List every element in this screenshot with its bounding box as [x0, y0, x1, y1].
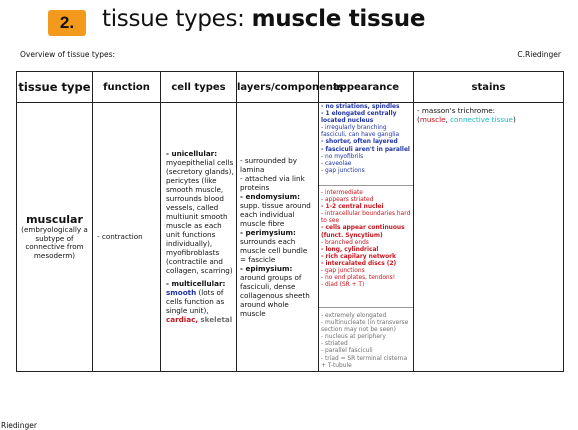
table-row: muscular (embryologically a subtype of c… [16, 102, 564, 372]
stain-prefix: - masson's trichrome: [417, 106, 496, 115]
list-item: - diad (SR + T) [321, 282, 365, 289]
title-light: tissue types: [102, 6, 252, 32]
appearance-cell: - no striations, spindles - 1 elongated … [318, 102, 414, 372]
unicellular-label: - unicellular: [166, 149, 218, 159]
epimysium-label: - epimysium: [240, 263, 293, 273]
appearance-cardiac: - intermediate - appears striated - 1-2 … [319, 185, 413, 307]
multicellular-text: (lots of cells function as single unit), [166, 288, 225, 316]
author-label: C.Riedinger [517, 50, 561, 59]
list-item: - branched ends [321, 239, 369, 246]
tissue-type-name: muscular [26, 213, 83, 227]
header-appearance: appearance [318, 71, 414, 103]
table-header-row: tissue type function cell types layers/c… [16, 71, 564, 103]
list-item: - 1 elongated centrally located nucleus [321, 111, 397, 125]
tissue-type-cell: muscular (embryologically a subtype of c… [16, 102, 93, 372]
stains-cell: - masson's trichrome: (muscle, connectiv… [413, 102, 564, 372]
endomysium-text: supp. tissue around each individual musc… [240, 200, 311, 228]
appearance-smooth: - no striations, spindles - 1 elongated … [319, 103, 413, 185]
header-layers: layers/components [236, 71, 344, 103]
stain-connective: connective tissue [450, 115, 513, 124]
list-item: - extremely elongated [321, 313, 387, 319]
list-item: - gap junctions [321, 167, 365, 174]
skeletal-label: skeletal [200, 315, 233, 325]
list-item: - triad = SR terminal cisterna + T-tubul… [321, 355, 408, 369]
list-item: - long, cylindrical [321, 246, 379, 253]
list-item: - no myofibrils [321, 153, 364, 160]
layers-cell: - surrounded by lamina - attached via li… [236, 102, 319, 372]
stain-close: ) [512, 115, 516, 124]
epimysium-text: around groups of fasciculi, dense collag… [240, 272, 310, 318]
list-item: - caveolae [321, 160, 352, 167]
header-function: function [92, 71, 161, 103]
list-item: - striated [321, 341, 348, 348]
list-item: - intracellular boundaries hard to see [321, 211, 411, 225]
header-stains: stains [413, 71, 564, 103]
stain-comma: , [445, 115, 451, 124]
multicellular-label: - multicellular: [166, 279, 226, 289]
cardiac-label: cardiac, [166, 315, 199, 325]
smooth-label: smooth [166, 288, 197, 298]
list-item: - appears striated [321, 197, 374, 204]
tissue-type-subtitle: (embryologically a subtype of connective… [21, 225, 88, 260]
page-title: tissue types: muscle tissue [102, 6, 425, 32]
perimysium-label: - perimysium: [240, 227, 296, 237]
list-item: - 1-2 central nuclei [321, 204, 384, 211]
list-item: - intermediate [321, 190, 363, 196]
footer-label: Riedinger [1, 421, 37, 430]
list-item: - shorter, often layered [321, 139, 398, 146]
list-item: - no striations, spindles [321, 104, 400, 110]
tissue-table: tissue type function cell types layers/c… [16, 71, 564, 372]
layer-lamina: - surrounded by lamina [240, 155, 297, 174]
list-item: - parallel fasciculi [321, 348, 373, 355]
appearance-skeletal: - extremely elongated - multinucleate (i… [319, 307, 413, 371]
perimysium-text: surrounds each muscle cell bundle = fasc… [240, 236, 308, 264]
endomysium-label: - endomysium: [240, 191, 300, 201]
list-item: - nucleus at periphery [321, 334, 386, 341]
list-item: - cells appear continuous (funct. Syncyt… [321, 225, 405, 239]
cell-types-cell: - unicellular: myoepithelial cells (secr… [160, 102, 237, 372]
function-cell: - contraction [92, 102, 161, 372]
list-item: - rich capilary network [321, 253, 396, 260]
list-item: - no end plates, tendons! [321, 275, 396, 282]
list-item: - gap junctions [321, 268, 365, 275]
layer-link-proteins: - attached via link proteins [240, 173, 305, 192]
header-cell-types: cell types [160, 71, 237, 103]
overview-label: Overview of tissue types: [20, 50, 116, 59]
unicellular-text: myoepithelial cells (secretory glands), … [166, 158, 234, 276]
stain-open: ( [417, 115, 420, 124]
list-item: - fasciculi aren't in parallel [321, 146, 410, 153]
list-item: - irregularly branching fasciculi, can h… [321, 125, 400, 139]
title-bold: muscle tissue [251, 6, 426, 32]
stain-muscle: muscle [419, 115, 446, 124]
section-number-badge: 2. [48, 10, 86, 36]
list-item: - intercalated discs (2) [321, 260, 397, 267]
list-item: - multinucleate (in transverse section m… [321, 320, 409, 334]
header-tissue-type: tissue type [16, 71, 93, 103]
